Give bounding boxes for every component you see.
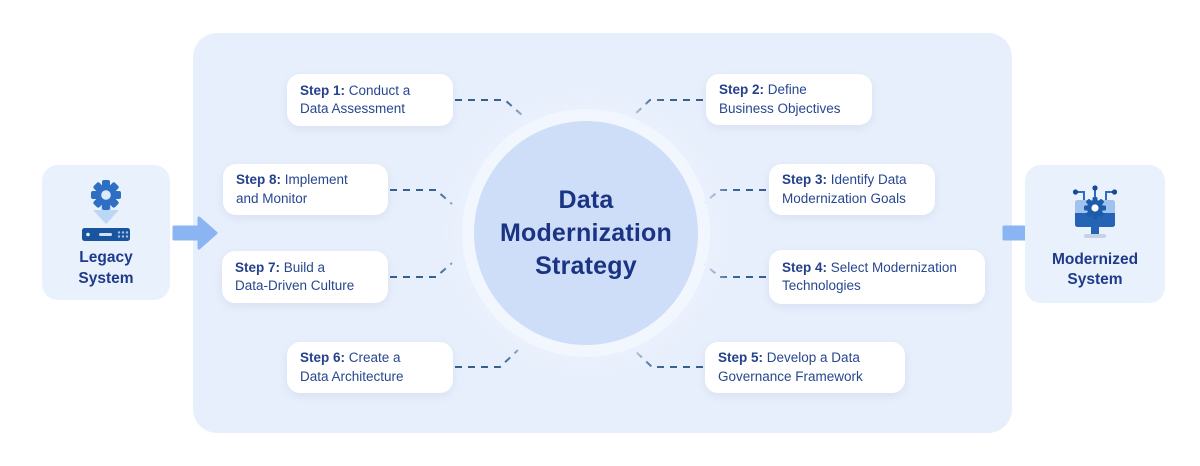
- modernized-system-label: Modernized System: [1051, 250, 1139, 288]
- step-3-card: Step 3: Identify Data Modernization Goal…: [769, 164, 935, 215]
- step-1-card: Step 1: Conduct a Data Assessment: [287, 74, 453, 126]
- step-7-card: Step 7: Build a Data-Driven Culture: [222, 251, 388, 303]
- monitor-gear-circuit-icon: [1072, 185, 1118, 238]
- modernized-system-card: Modernized System: [1025, 165, 1165, 303]
- step-4-card: Step 4: Select Modernization Technologie…: [769, 250, 985, 304]
- step-6-card: Step 6: Create a Data Architecture: [287, 342, 453, 393]
- central-strategy-circle: Data Modernization Strategy: [474, 121, 698, 345]
- legacy-system-label: Legacy System: [78, 249, 134, 287]
- legacy-system-card: Legacy System: [42, 165, 170, 300]
- gear-server-icon: [82, 180, 130, 242]
- step-2-card: Step 2: Define Business Objectives: [706, 74, 872, 125]
- step-5-card: Step 5: Develop a Data Governance Framew…: [705, 342, 905, 393]
- step-8-card: Step 8: Implement and Monitor: [223, 164, 388, 215]
- diagram-title: Data Modernization Strategy: [499, 185, 673, 280]
